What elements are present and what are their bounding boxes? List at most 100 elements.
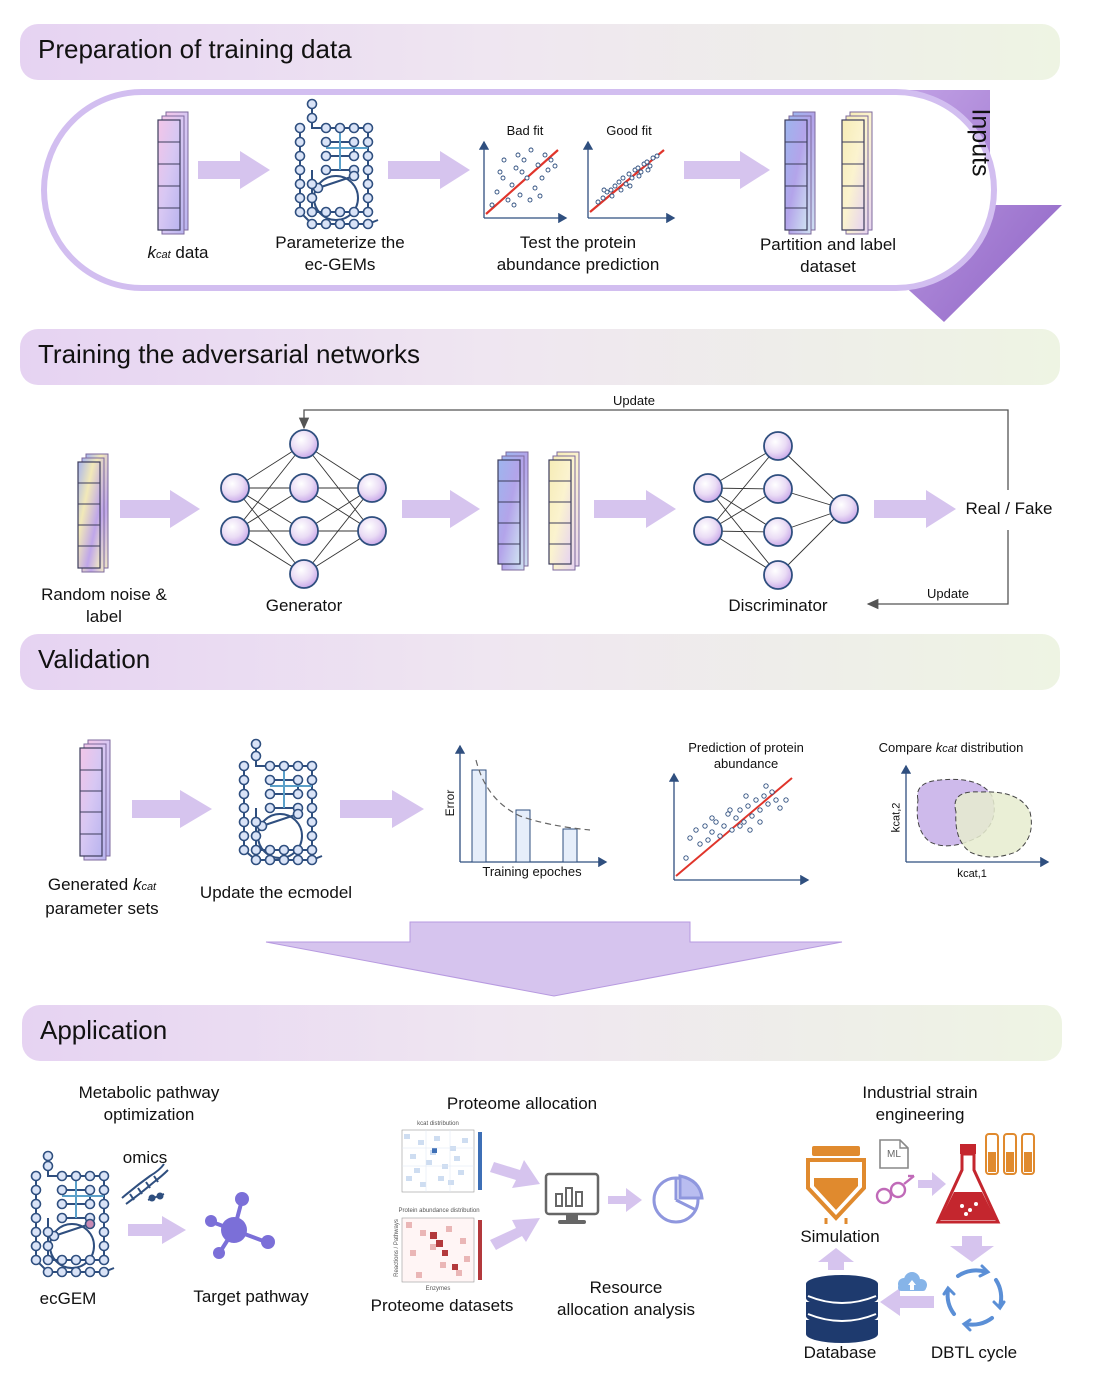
industrial-title: Industrial strain engineering xyxy=(830,1082,1010,1126)
partition-label: Partition and label dataset xyxy=(738,234,918,278)
kcat2-sub: cat,2 xyxy=(890,802,903,827)
generated-stack-blue xyxy=(497,451,529,571)
industrial-line2: engineering xyxy=(875,1105,965,1124)
generated-kcat-stack xyxy=(79,739,111,861)
discriminator-nodes xyxy=(693,431,859,590)
omics-arrow xyxy=(128,1216,186,1244)
resource-line2: allocation analysis xyxy=(557,1300,695,1319)
heatmap-ylabel: Reactions / Pathways xyxy=(394,1219,400,1277)
train-arrow-1 xyxy=(120,490,200,528)
noise-line2: label xyxy=(86,607,122,626)
metabolic-line2: optimization xyxy=(103,1105,195,1124)
noise-stack xyxy=(77,453,109,573)
prediction-title: Prediction of protein abundance xyxy=(664,740,828,772)
update-top-label: Update xyxy=(613,393,655,408)
compare-title: Compare kcat distribution xyxy=(856,740,1046,757)
partition-stack-blue xyxy=(784,111,816,235)
train-arrow-3 xyxy=(594,490,676,528)
update-bottom-line xyxy=(866,530,1009,610)
bad-fit-label: Bad fit xyxy=(506,123,544,138)
prep-arrow-2 xyxy=(388,151,470,189)
dbtl-to-db-arrow xyxy=(880,1288,934,1316)
kcat-k: k xyxy=(147,243,157,262)
resource-line1: Resource xyxy=(589,1278,663,1297)
metabolic-title: Metabolic pathway optimization xyxy=(52,1082,246,1126)
proteome-datasets-label: Proteome datasets xyxy=(370,1296,514,1315)
ecgem-nodes-valid xyxy=(238,738,318,866)
dna-icon xyxy=(121,1163,169,1205)
prep-capsule xyxy=(41,89,997,291)
prediction-line2: abundance xyxy=(713,756,779,771)
database-label: Database xyxy=(803,1343,877,1362)
sim-up-arrow xyxy=(818,1248,854,1270)
proteome-arrow-2 xyxy=(490,1218,540,1250)
validation-down-arrow-outline xyxy=(265,921,843,997)
update-bottom-label: Update xyxy=(927,586,969,601)
train-title: Training the adversarial networks xyxy=(38,339,420,369)
generated-line2: parameter sets xyxy=(45,899,159,918)
kcat-sub: cat xyxy=(156,249,171,261)
parameterize-label: Parameterize the ec-GEMs xyxy=(250,232,430,276)
good-fit-label: Good fit xyxy=(606,123,652,138)
generated-kcat-label: Generated kcat parameter sets xyxy=(24,874,180,920)
discriminator-edges xyxy=(707,445,845,576)
training-epochs-label: Training epoches xyxy=(482,864,582,879)
train-banner: Training the adversarial networks xyxy=(20,329,1060,385)
gen-sub: cat xyxy=(141,881,157,893)
kcat-rest: data xyxy=(170,243,209,262)
discriminator-label: Discriminator xyxy=(728,596,828,615)
heatmap1-title: kcat distribution xyxy=(417,1121,459,1127)
noise-line1: Random noise & xyxy=(41,585,167,604)
flask-down-arrow xyxy=(950,1236,994,1262)
analysis-monitor-icon xyxy=(544,1172,600,1224)
kcat-data-stack xyxy=(157,111,189,235)
generator-label: Generator xyxy=(265,596,343,615)
proteome-allocation-title: Proteome allocation xyxy=(446,1094,598,1113)
real-fake-label: Real / Fake xyxy=(965,499,1053,518)
good-fit-plot xyxy=(582,140,676,224)
compare-k: k xyxy=(935,740,943,755)
bioreactor-icon xyxy=(806,1146,866,1224)
compare-prefix: Compare xyxy=(878,740,936,755)
heatmap-kcat xyxy=(401,1129,482,1193)
metabolic-line1: Metabolic pathway xyxy=(78,1083,220,1102)
ml-label: ML xyxy=(887,1149,901,1160)
cloud-upload-icon xyxy=(898,1272,927,1291)
valid-title: Validation xyxy=(38,644,151,674)
compare-sub: cat xyxy=(942,743,957,755)
valid-arrow-2 xyxy=(340,790,424,828)
kcat1-axis-label: kcat,1 xyxy=(942,866,1002,881)
valid-banner: Validation xyxy=(20,634,1060,690)
prep-banner: Preparation of training data xyxy=(20,24,1060,80)
generator-nodes xyxy=(220,429,387,589)
prediction-plot xyxy=(668,772,810,886)
prediction-line1: Prediction of protein xyxy=(688,740,804,755)
inputs-label: Inputs xyxy=(966,108,995,177)
ml-document-icon xyxy=(879,1139,909,1169)
update-loop-line xyxy=(298,409,1009,490)
simulation-label: Simulation xyxy=(800,1227,880,1246)
target-pathway-label: Target pathway xyxy=(193,1287,309,1306)
pie-chart-icon xyxy=(652,1174,704,1224)
ecgem-label: ecGEM xyxy=(39,1289,97,1308)
validation-down-arrow xyxy=(266,922,842,996)
test-line1: Test the protein xyxy=(519,233,637,252)
test-prediction-label: Test the protein abundance prediction xyxy=(458,232,698,276)
gen-prefix: Generated xyxy=(47,875,133,894)
valid-arrow-1 xyxy=(132,790,212,828)
kcat-data-label: kcat data xyxy=(118,242,238,266)
heatmap2-title: Protein abundance distribution xyxy=(398,1208,480,1214)
kcat2-axis-label: kcat,2 xyxy=(889,788,904,848)
ecgem-nodes-app xyxy=(30,1150,110,1278)
partition-line1: Partition and label xyxy=(759,235,897,254)
test-line2: abundance prediction xyxy=(496,255,660,274)
partition-line2: dataset xyxy=(800,257,856,276)
heatmap-protein xyxy=(401,1217,482,1283)
error-plot xyxy=(454,744,608,868)
genetics-icon xyxy=(875,1174,915,1205)
kcat1-k: k xyxy=(957,866,964,880)
flask-icon xyxy=(935,1144,1001,1224)
target-pathway-icon xyxy=(205,1192,275,1259)
app-title: Application xyxy=(40,1015,168,1045)
